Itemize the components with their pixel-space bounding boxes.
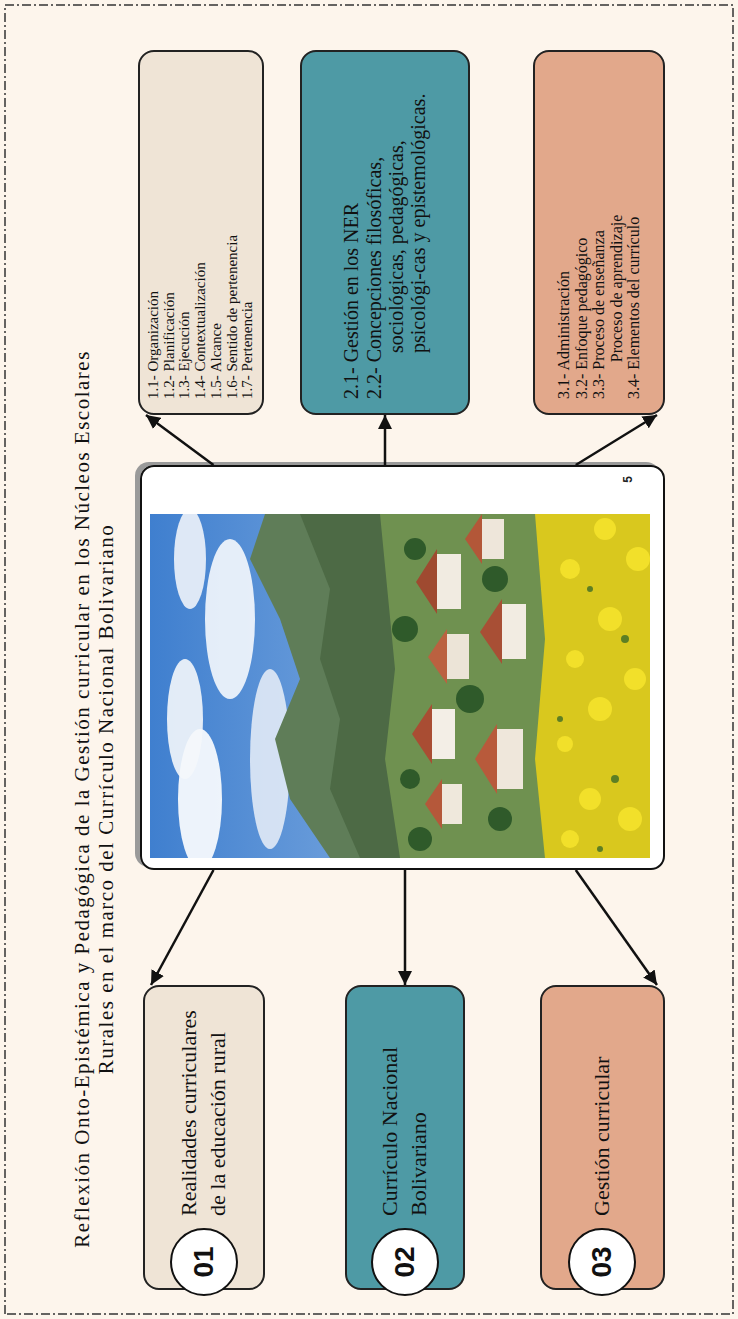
page-border: [5, 5, 733, 1314]
number-circle: 02: [371, 1228, 439, 1296]
arrow-connector: [404, 870, 407, 985]
card-ground: [140, 465, 665, 870]
item-list-box: 2.1- Gestión en los NER2.2- Concepciones…: [300, 50, 470, 415]
item-list-box: 1.1- Organización1.2- Planificación1.3- …: [138, 50, 264, 415]
callout-number: 02: [389, 1246, 421, 1277]
box-text: 3.2- Enfoque pedagógico: [573, 66, 591, 399]
page-number: 5: [621, 476, 635, 483]
arrow-connector: [151, 870, 214, 985]
arrow-connector: [576, 870, 657, 985]
arrow-connector: [576, 415, 657, 465]
box-text: Proceso de aprendizaje: [608, 66, 626, 399]
box-text: 1.1- Organización: [146, 66, 162, 399]
box-text: 1.4- Contextualización: [193, 66, 209, 399]
number-circle: 01: [170, 1228, 238, 1296]
box-text: 1.7- Pertenencia: [240, 66, 256, 399]
diagram-title: Reflexión Onto-Epistémica y Pedagógica d…: [70, 319, 118, 1279]
box-text: 2.1- Gestión en los NER: [340, 92, 362, 399]
box-text: 1.6- Sentido de pertenencia: [225, 66, 241, 399]
callout-number: 03: [586, 1246, 618, 1277]
box-text: 2.2- Concepciones filosóficas, sociológi…: [363, 92, 430, 399]
photo-card: 5: [140, 465, 665, 870]
box-text: 1.5- Alcance: [209, 66, 225, 399]
box-text: 1.3- Ejecución: [177, 66, 193, 399]
item-list-box: 3.1- Administración3.2- Enfoque pedagógi…: [533, 50, 665, 415]
arrow-connector: [384, 415, 387, 465]
box-text: 3.4- Elementos del currículo: [625, 66, 643, 399]
number-circle: 03: [568, 1228, 636, 1296]
village-photo: [150, 514, 650, 858]
box-text: Gestión curricular: [588, 997, 617, 1216]
box-text: 1.2- Planificación: [162, 66, 178, 399]
box-text: Realidades curriculares de la educación …: [175, 997, 232, 1216]
arrow-connector: [146, 415, 214, 465]
box-text: 3.1- Administración: [555, 66, 573, 399]
box-text: 3.3- Proceso de enseñanza: [590, 66, 608, 399]
box-text: Currículo Nacional Bolivariano: [376, 997, 433, 1216]
callout-number: 01: [188, 1246, 220, 1277]
